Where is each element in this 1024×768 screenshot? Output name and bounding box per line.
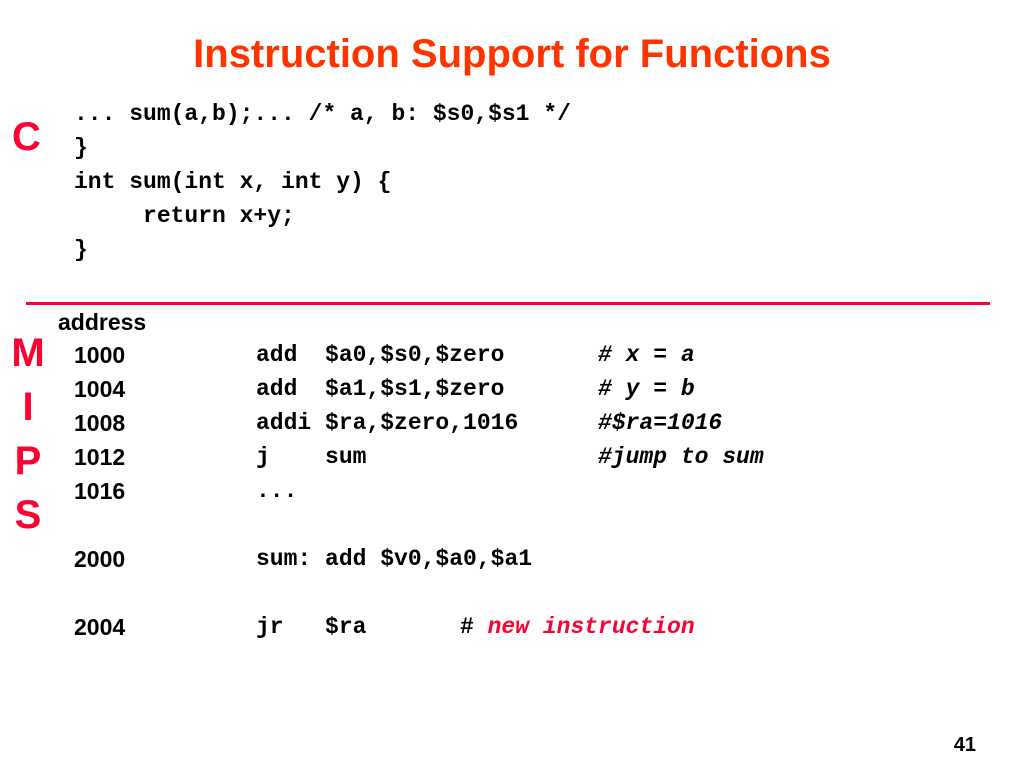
asm-instruction: add $a1,$s1,$zero bbox=[256, 376, 505, 402]
asm-instruction: ... bbox=[256, 478, 298, 504]
address-column-header: address bbox=[58, 309, 147, 335]
asm-instruction: jr $ra bbox=[256, 614, 367, 640]
asm-comment-hash: # bbox=[460, 614, 474, 640]
asm-row: 1016 ... bbox=[74, 474, 974, 508]
c-code-line: } bbox=[74, 237, 88, 263]
asm-address: 2000 bbox=[74, 546, 126, 572]
asm-address: 1012 bbox=[74, 444, 126, 470]
mips-letter: M bbox=[11, 331, 45, 375]
asm-comment: #jump to sum bbox=[598, 444, 764, 470]
new-instruction-note: new instruction bbox=[487, 614, 695, 640]
mips-letter: S bbox=[14, 493, 42, 537]
c-code-line: ... sum(a,b);... /* a, b: $s0,$s1 */ bbox=[74, 101, 571, 127]
asm-row: 2000 sum: add $v0,$a0,$a1 bbox=[74, 542, 974, 576]
asm-row: 1008 addi $ra,$zero,1016 #$ra=1016 bbox=[74, 406, 974, 440]
asm-address: 2004 bbox=[74, 614, 126, 640]
asm-address: 1016 bbox=[74, 478, 126, 504]
asm-comment: # x = a bbox=[598, 342, 695, 368]
c-code-line: int sum(int x, int y) { bbox=[74, 169, 392, 195]
asm-instruction: addi $ra,$zero,1016 bbox=[256, 410, 519, 436]
asm-address: 1004 bbox=[74, 376, 126, 402]
c-code-line: return x+y; bbox=[74, 203, 295, 229]
asm-comment: # y = b bbox=[598, 376, 695, 402]
mips-letter: I bbox=[22, 385, 34, 429]
asm-row: 2004 jr $ra # new instruction bbox=[74, 610, 974, 644]
slide-title: Instruction Support for Functions bbox=[193, 32, 831, 76]
asm-row: 1004 add $a1,$s1,$zero # y = b bbox=[74, 372, 974, 406]
c-section-label: C bbox=[12, 115, 41, 159]
section-divider bbox=[26, 302, 990, 305]
c-code-line: } bbox=[74, 135, 88, 161]
asm-address: 1000 bbox=[74, 342, 126, 368]
asm-instruction: j sum bbox=[256, 444, 367, 470]
asm-row: 1000 add $a0,$s0,$zero # x = a bbox=[74, 338, 974, 372]
asm-address: 1008 bbox=[74, 410, 126, 436]
mips-letter: P bbox=[14, 439, 42, 483]
asm-row: 1012 j sum #jump to sum bbox=[74, 440, 974, 474]
page-number: 41 bbox=[953, 734, 976, 756]
asm-instruction: add $a0,$s0,$zero bbox=[256, 342, 505, 368]
asm-comment: # new instruction bbox=[460, 610, 695, 644]
asm-comment: #$ra=1016 bbox=[598, 410, 723, 436]
asm-instruction: sum: add $v0,$a0,$a1 bbox=[256, 546, 533, 572]
